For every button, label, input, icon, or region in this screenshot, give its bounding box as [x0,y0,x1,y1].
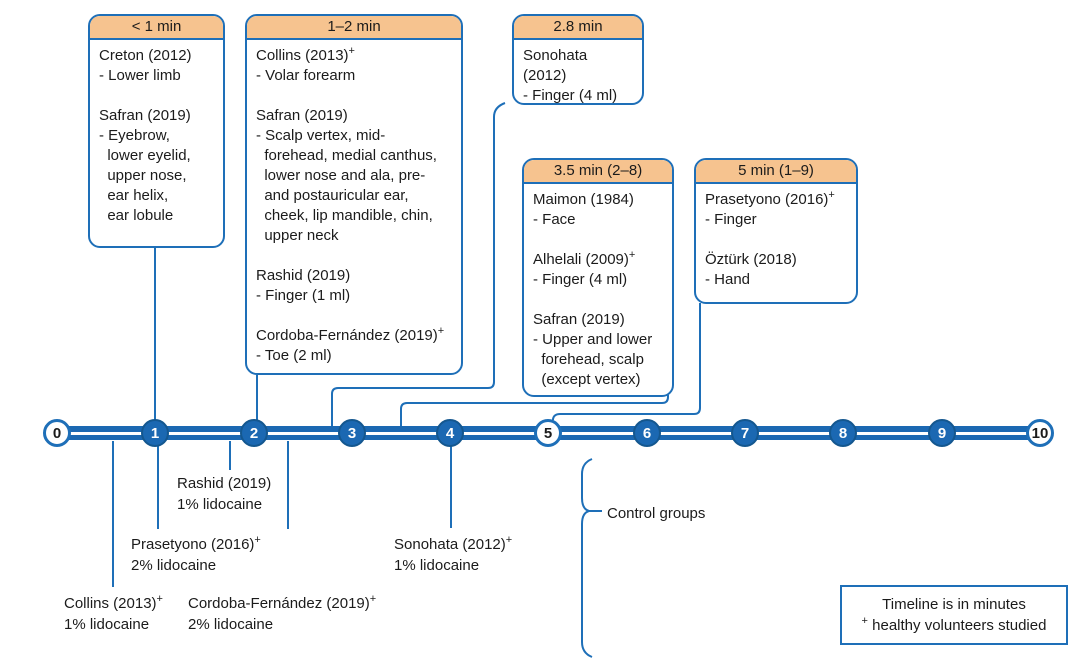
timeline-node-4: 4 [436,419,464,447]
annotation-collins: Collins (2013)+ 1% lidocaine [64,593,163,635]
study-entry: Creton (2012) - Lower limb [99,46,214,86]
study-name: Alhelali (2009)+ [533,249,636,269]
study-name: Safran (2019) [533,311,625,328]
healthy-volunteer-marker: + [348,45,355,57]
annotation-study: Cordoba-Fernández (2019)+ [188,593,377,613]
study-detail: - Upper and lower forehead, scalp (excep… [533,331,653,388]
callout-5-min: 5 min (1–9) Prasetyono (2016)+ - Finger … [694,158,858,304]
annotation-dose: 2% lidocaine [188,616,274,633]
annotation-study: Prasetyono (2016)+ [131,534,261,554]
callout-3p5-min: 3.5 min (2–8) Maimon (1984) - Face Alhel… [522,158,674,397]
study-name: Prasetyono (2016)+ [705,189,835,209]
study-entry: Maimon (1984) - Face [533,190,663,230]
study-name: Cordoba-Fernández (2019)+ [256,325,445,345]
study-entry: Safran (2019) - Upper and lower forehead… [533,310,663,390]
study-detail: - Lower limb [99,67,181,84]
annotation-dose: 1% lidocaine [177,496,263,513]
study-name: Collins (2013)+ [256,45,355,65]
timeline-node-9: 9 [928,419,956,447]
study-detail: - Volar forearm [256,67,356,84]
study-name: Maimon (1984) [533,191,634,208]
annotation-dose: 2% lidocaine [131,557,217,574]
healthy-volunteer-marker: + [254,534,261,546]
healthy-volunteer-marker: + [437,325,445,337]
study-name: Creton (2012) [99,47,192,64]
annotation-rashid: Rashid (2019) 1% lidocaine [177,473,271,515]
study-entry: Safran (2019) - Eyebrow, lower eyelid, u… [99,106,214,226]
study-name: Sonohata (2012) [523,47,588,84]
healthy-volunteer-marker: + [156,593,163,605]
timeline-node-6: 6 [633,419,661,447]
timeline-node-0: 0 [43,419,71,447]
study-detail: - Toe (2 ml) [256,347,332,364]
study-name: Öztürk (2018) [705,251,797,268]
healthy-volunteer-marker: + [861,615,868,627]
timeline-node-2: 2 [240,419,268,447]
healthy-volunteer-marker: + [369,593,377,605]
study-detail: - Finger [705,211,757,228]
legend-box: Timeline is in minutes + healthy volunte… [840,585,1068,645]
study-entry: Safran (2019) - Scalp vertex, mid- foreh… [256,106,452,246]
study-entry: Rashid (2019) - Finger (1 ml) [256,266,452,306]
callout-1-2-min: 1–2 min Collins (2013)+ - Volar forearm … [245,14,463,375]
timeline-node-3: 3 [338,419,366,447]
study-detail: - Scalp vertex, mid- forehead, medial ca… [256,127,437,244]
annotation-prasetyono: Prasetyono (2016)+ 2% lidocaine [131,534,261,576]
callout-2p8-min: 2.8 min Sonohata (2012) - Finger (4 ml) [512,14,644,105]
healthy-volunteer-marker: + [628,249,636,261]
study-detail: - Finger (1 ml) [256,287,351,304]
study-detail: - Finger (4 ml) [533,271,628,288]
timeline-node-1: 1 [141,419,169,447]
callout-header: 2.8 min [514,16,642,40]
study-name: Safran (2019) [256,107,348,124]
study-name: Rashid (2019) [256,267,351,284]
healthy-volunteer-marker: + [505,534,513,546]
annotation-cordoba: Cordoba-Fernández (2019)+ 2% lidocaine [188,593,376,635]
callout-lt-1-min: < 1 min Creton (2012) - Lower limb Safra… [88,14,225,248]
study-detail: - Face [533,211,576,228]
callout-header: 1–2 min [247,16,461,40]
callout-header: 3.5 min (2–8) [524,160,672,184]
legend-line-2: + healthy volunteers studied [861,615,1047,635]
timeline-node-8: 8 [829,419,857,447]
healthy-volunteer-marker: + [828,189,835,201]
annotation-dose: 1% lidocaine [394,557,480,574]
control-groups-label: Control groups [607,505,706,522]
timeline-node-7: 7 [731,419,759,447]
annotation-study: Rashid (2019) [177,475,272,492]
timeline-node-5: 5 [534,419,562,447]
study-entry: Alhelali (2009)+ - Finger (4 ml) [533,250,663,290]
study-entry: Prasetyono (2016)+ - Finger [705,190,847,230]
study-entry: Cordoba-Fernández (2019)+ - Toe (2 ml) [256,326,452,366]
study-detail: - Hand [705,271,751,288]
study-entry: Öztürk (2018) - Hand [705,250,847,290]
annotation-sonohata: Sonohata (2012)+ 1% lidocaine [394,534,512,576]
legend-line-1: Timeline is in minutes [882,596,1026,613]
annotation-study: Collins (2013)+ [64,593,163,613]
study-name: Safran (2019) [99,107,191,124]
study-detail: - Finger (4 ml) [523,87,618,104]
study-entry: Sonohata (2012) - Finger (4 ml) [523,46,633,106]
callout-header: 5 min (1–9) [696,160,856,184]
annotation-dose: 1% lidocaine [64,616,150,633]
study-detail: - Eyebrow, lower eyelid, upper nose, ear… [99,127,191,224]
callout-header: < 1 min [90,16,223,40]
annotation-study: Sonohata (2012)+ [394,534,513,554]
timeline-node-10: 10 [1026,419,1054,447]
control-groups-brace [581,458,602,658]
study-entry: Collins (2013)+ - Volar forearm [256,46,452,86]
